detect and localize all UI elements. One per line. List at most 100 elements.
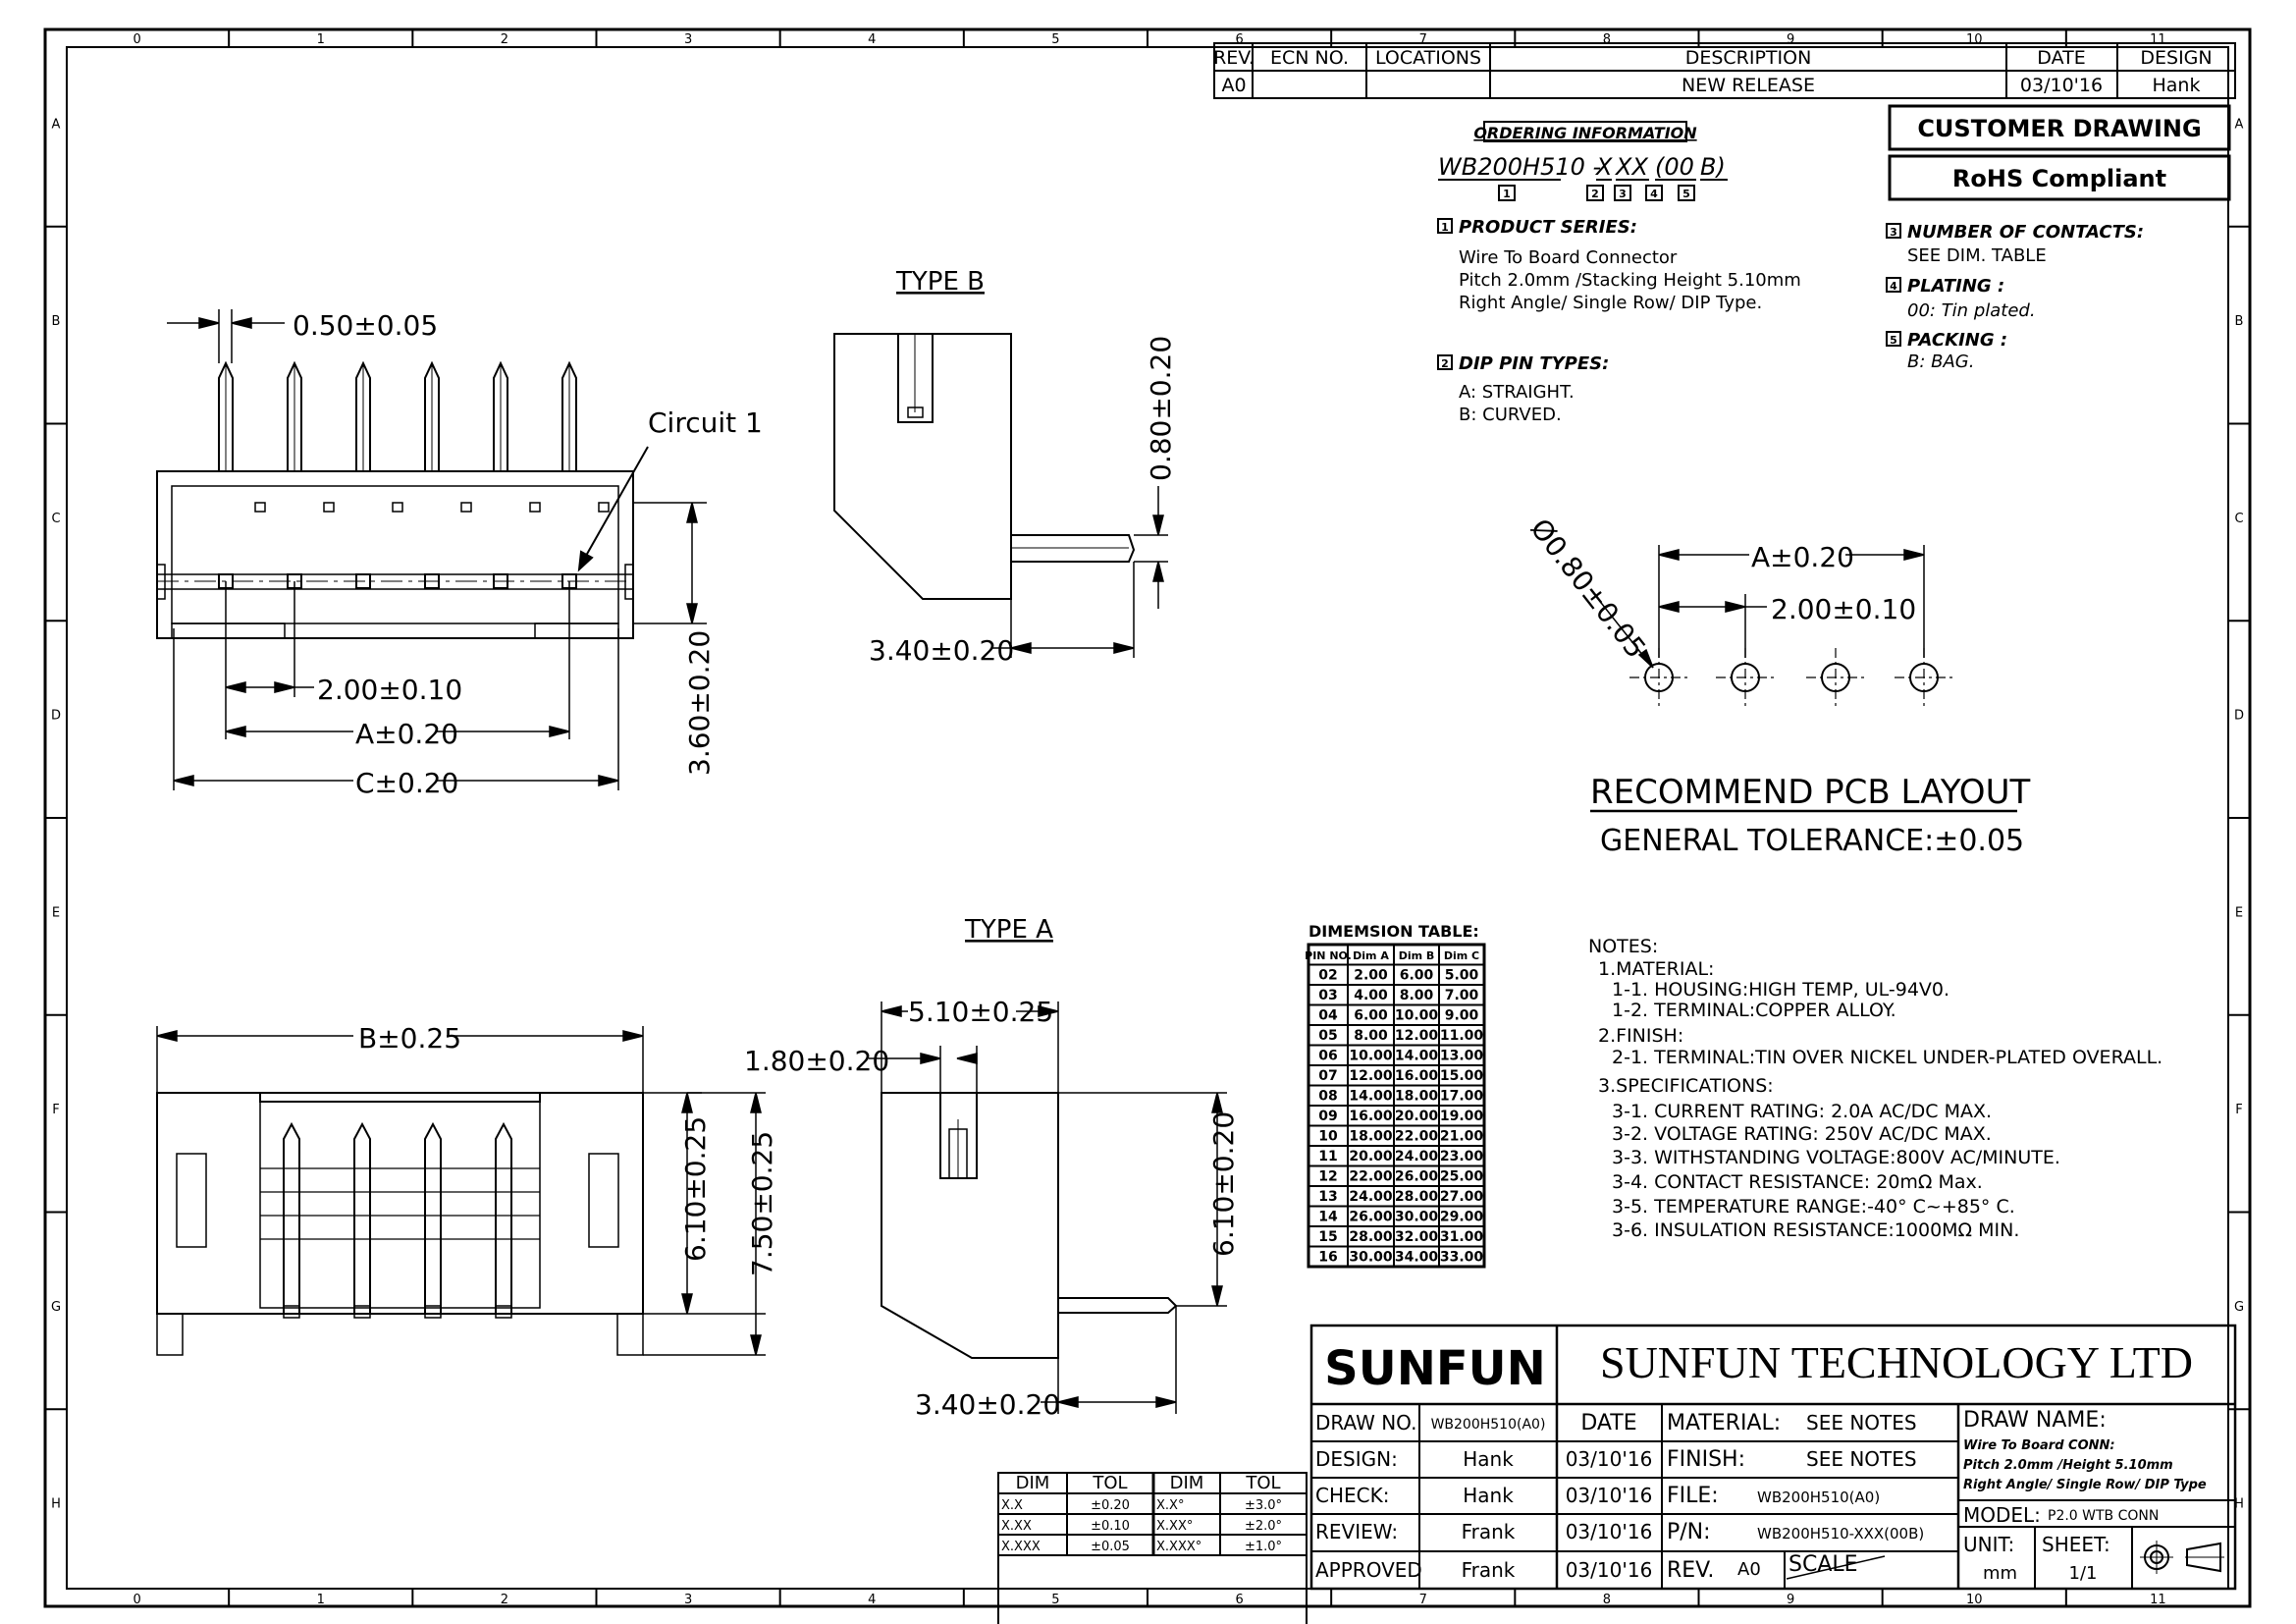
dim-table-value: 30.00 — [1395, 1210, 1439, 1225]
pn-label: P/N: — [1667, 1520, 1711, 1544]
part-marker: 2 — [1591, 188, 1599, 200]
zone-col-bottom: 11 — [2150, 1593, 2166, 1607]
dim-table-value: 16.00 — [1395, 1068, 1439, 1084]
tol-table-value: ±1.0° — [1245, 1540, 1282, 1554]
dim-table-value: 20.00 — [1349, 1149, 1393, 1164]
model-value: P2.0 WTB CONN — [2048, 1508, 2159, 1524]
zone-col-top: 9 — [1787, 32, 1794, 47]
dim-table-value: 28.00 — [1349, 1229, 1393, 1245]
pcb-title: RECOMMEND PCB LAYOUT — [1590, 773, 2030, 812]
dim-table-value: 32.00 — [1395, 1229, 1439, 1245]
top-pin — [561, 360, 577, 472]
dim-table-value: 08 — [1318, 1089, 1337, 1105]
front-view-type-a — [156, 1092, 644, 1356]
note-line: 2-1. TERMINAL:TIN OVER NICKEL UNDER-PLAT… — [1612, 1047, 2163, 1068]
dim-table-value: 34.00 — [1395, 1250, 1439, 1266]
dim-table-value: 02 — [1318, 968, 1337, 984]
dim-side-080 — [1134, 486, 1168, 609]
zone-row-right: H — [2234, 1497, 2244, 1512]
part-number-prefix: WB200H510 - — [1438, 153, 1601, 181]
zone-row-left: D — [51, 709, 61, 724]
draw-name-line-1: Wire To Board CONN: — [1963, 1438, 2115, 1453]
dim-table-value: 21.00 — [1440, 1129, 1484, 1145]
model-label: MODEL: — [1963, 1503, 2041, 1527]
dim-table-value: 15.00 — [1440, 1068, 1484, 1084]
rev-header-date: DATE — [2037, 47, 2085, 69]
marker-box-4 — [1886, 277, 1901, 293]
zone-col-bottom: 7 — [1419, 1593, 1427, 1607]
top-pin-notch — [392, 502, 403, 513]
top-view-type-b — [156, 470, 634, 639]
check-by: Hank — [1463, 1484, 1514, 1507]
zone-col-top: 10 — [1966, 32, 1983, 47]
zone-row-right: F — [2235, 1103, 2242, 1117]
dip-type-a: A: STRAIGHT. — [1459, 382, 1575, 403]
note-line: 1-1. HOUSING:HIGH TEMP, UL-94V0. — [1612, 979, 1949, 1001]
part-code-1: X — [1594, 153, 1613, 181]
top-pin — [424, 360, 440, 472]
marker-2: 2 — [1441, 357, 1449, 370]
zone-row-left: A — [52, 117, 61, 132]
pcb-pitch-label: 2.00±0.10 — [1771, 593, 1916, 625]
top-pin-square — [493, 573, 508, 589]
tol-table-value: ±0.10 — [1091, 1519, 1130, 1534]
zone-col-top: 0 — [133, 32, 140, 47]
revision-block — [1213, 42, 2236, 99]
ordering-title: ORDERING INFORMATION — [1473, 124, 1697, 142]
tol-table-value: ±3.0° — [1245, 1498, 1282, 1513]
rev-header-locations: LOCATIONS — [1375, 47, 1481, 69]
design-by: Hank — [1463, 1447, 1514, 1471]
material-value: SEE NOTES — [1806, 1411, 1917, 1435]
marker-box-1 — [1437, 218, 1453, 234]
dim-table-title: DIMEMSION TABLE: — [1308, 922, 1479, 941]
rev-header-design: DESIGN — [2140, 47, 2212, 69]
draw-name-line-2: Pitch 2.0mm /Height 5.10mm — [1963, 1458, 2173, 1473]
top-pin — [493, 360, 508, 472]
rev-value-design: Hank — [2153, 75, 2201, 96]
rev-value-rev: A0 — [1221, 75, 1246, 96]
contacts-title: NUMBER OF CONTACTS: — [1907, 222, 2144, 243]
tol-table-value: ±0.05 — [1091, 1540, 1130, 1554]
dim-side-510-label: 5.10±0.25 — [908, 996, 1053, 1028]
dim-c-label: C±0.20 — [355, 767, 458, 799]
pcb-dims — [1589, 545, 1925, 669]
dim-table-value: 24.00 — [1395, 1149, 1439, 1164]
dim-table-value: 6.00 — [1354, 1008, 1388, 1024]
top-pin — [218, 360, 234, 472]
zone-row-left: E — [52, 905, 60, 920]
tol-table-value: X.X — [1001, 1498, 1023, 1513]
dim-table-value: 10.00 — [1395, 1008, 1439, 1024]
note-line: 3-5. TEMPERATURE RANGE:-40° C~+85° C. — [1612, 1196, 2015, 1218]
dim-pin-width-label: 0.50±0.05 — [293, 309, 438, 342]
dim-side-080-label: 0.80±0.20 — [1145, 336, 1177, 481]
dim-side-610-label: 6.10±0.20 — [1207, 1111, 1240, 1257]
file-value: WB200H510(A0) — [1757, 1489, 1880, 1506]
zone-row-left: C — [51, 512, 60, 526]
front-pin-foot — [353, 1305, 371, 1319]
dim-table-value: 11 — [1318, 1149, 1337, 1164]
zone-col-bottom: 3 — [684, 1593, 692, 1607]
zone-row-right: A — [2235, 117, 2244, 132]
dim-table-value: 15 — [1318, 1229, 1337, 1245]
marker-box-5 — [1886, 331, 1901, 347]
top-view-pins — [218, 360, 610, 589]
dim-b — [156, 1026, 644, 1093]
approved-date: 03/10'16 — [1566, 1558, 1653, 1582]
zone-col-bottom: 2 — [501, 1593, 508, 1607]
dim-table-value: 13.00 — [1440, 1049, 1484, 1064]
tol-table-value: ±0.20 — [1091, 1498, 1130, 1513]
dim-c — [173, 628, 619, 790]
product-series-line-2: Pitch 2.0mm /Stacking Height 5.10mm — [1459, 270, 1801, 291]
dim-pitch — [225, 581, 314, 739]
dim-table-value: 09 — [1318, 1109, 1337, 1124]
brand-logo-text: SUNFUN — [1324, 1341, 1546, 1396]
plating-title: PLATING : — [1907, 276, 2004, 297]
circuit1-leader — [577, 446, 649, 572]
zone-col-bottom: 6 — [1235, 1593, 1243, 1607]
dim-table-header: Dim B — [1399, 949, 1435, 962]
dim-table-value: 8.00 — [1400, 988, 1434, 1003]
